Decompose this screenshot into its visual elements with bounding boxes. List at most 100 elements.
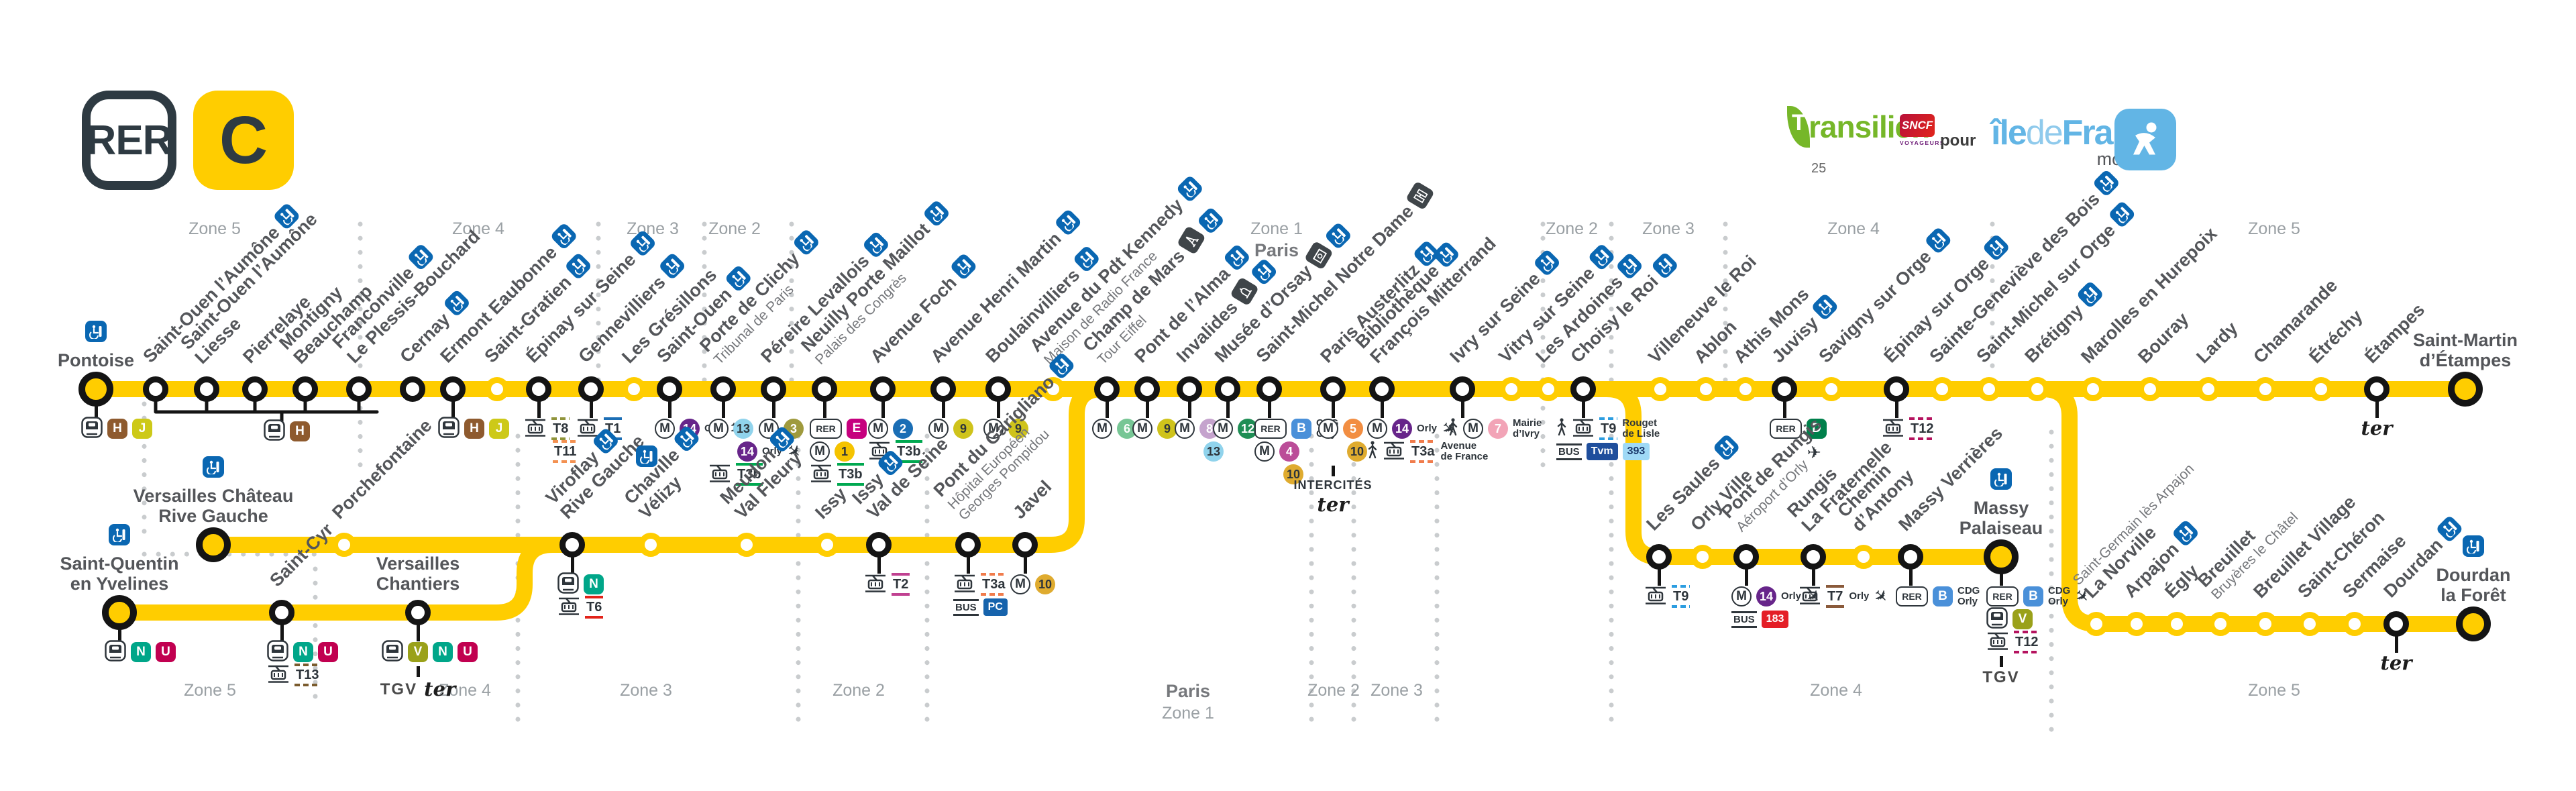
tram-line-T13: T13 bbox=[294, 664, 321, 686]
station-stem bbox=[1811, 567, 1815, 586]
tram-colour-bar bbox=[1672, 605, 1690, 608]
accessibility-icon bbox=[1222, 244, 1251, 272]
zone-label-text: Zone 2 bbox=[1546, 219, 1598, 238]
accessibility-icon bbox=[657, 252, 686, 281]
station-stem bbox=[1187, 399, 1191, 418]
accessibility-icon bbox=[2076, 280, 2104, 309]
zone-label-bottom: Zone 3 bbox=[620, 680, 672, 701]
station-stem bbox=[117, 623, 121, 641]
station-dot bbox=[1450, 376, 1475, 402]
zone-label-bottom: Zone 2 bbox=[833, 680, 885, 701]
train-icon bbox=[267, 639, 288, 665]
rer-icon: RER bbox=[810, 419, 842, 439]
metro-icon: M bbox=[1318, 419, 1338, 439]
accessibility-icon bbox=[1324, 221, 1353, 250]
station-dot bbox=[639, 533, 663, 557]
station-dot bbox=[1177, 376, 1202, 402]
station-dot bbox=[866, 532, 892, 558]
metro-line-14: 14 bbox=[737, 441, 757, 462]
tram-line-T9: T9 bbox=[1672, 585, 1690, 608]
tram-colour-bar bbox=[1909, 417, 1935, 420]
tram-line-T11: T11 bbox=[553, 440, 578, 463]
connection-note: Orly bbox=[1849, 590, 1870, 602]
station-label: Épinay sur Orge bbox=[1880, 233, 2012, 368]
service-row: ter bbox=[2380, 653, 2412, 673]
accessibility-icon bbox=[1532, 248, 1562, 277]
station-dot bbox=[269, 600, 294, 625]
station-dot bbox=[292, 376, 318, 402]
connection-row: T12 bbox=[1882, 417, 1935, 440]
station-dot bbox=[2196, 377, 2220, 401]
metro-icon: M bbox=[810, 441, 830, 462]
tram-colour-bar bbox=[1410, 460, 1436, 463]
tram-colour-bar bbox=[604, 417, 623, 420]
station-name: Saint-Ouen bbox=[653, 264, 755, 368]
station-dot bbox=[1733, 544, 1759, 570]
tram-line-label: T7 bbox=[1827, 589, 1843, 604]
zone-label-bottom: Zone 5 bbox=[2248, 680, 2300, 701]
station-dot bbox=[1369, 376, 1395, 402]
landmark-eiffel-icon bbox=[1176, 225, 1206, 255]
transilien-line-N: N bbox=[131, 642, 151, 662]
station-dot bbox=[761, 376, 786, 402]
ter-logo: ter bbox=[2361, 417, 2393, 439]
accessibility-icon bbox=[767, 425, 797, 454]
station-stem bbox=[941, 399, 945, 418]
zone-label-top: Zone 2 bbox=[1546, 219, 1598, 240]
tram-colour-bar bbox=[981, 593, 1007, 596]
station-stem bbox=[996, 399, 1000, 418]
tram-line-label: T2 bbox=[893, 577, 909, 592]
metro-icon: M bbox=[708, 419, 729, 439]
tram-icon bbox=[708, 463, 731, 486]
station-dot bbox=[1884, 376, 1909, 402]
rer-line-B: B bbox=[2023, 586, 2043, 607]
station-dot bbox=[870, 376, 896, 402]
connection-row: T3b bbox=[810, 463, 867, 486]
transilien-line-U: U bbox=[156, 642, 176, 662]
tram-colour-bar bbox=[736, 463, 763, 466]
line-c-letter: C bbox=[219, 102, 268, 178]
station-name: Épinay sur Orge bbox=[1880, 233, 2012, 368]
station-dot bbox=[1134, 376, 1160, 402]
connection-row: 10 bbox=[1254, 464, 1357, 484]
zone-label-text: Zone 5 bbox=[189, 219, 241, 238]
tram-colour-bar bbox=[585, 596, 604, 598]
station-stem bbox=[1105, 399, 1109, 418]
station-name: Cernay bbox=[396, 288, 473, 368]
transilien-line-J: J bbox=[132, 419, 152, 439]
tram-line-label: T6 bbox=[586, 600, 602, 615]
station-dot bbox=[1320, 376, 1346, 402]
tram-colour-bar bbox=[294, 684, 321, 686]
station-name: Neuilly Porte Maillot bbox=[797, 199, 953, 357]
transilien-line-V: V bbox=[408, 642, 428, 662]
tram-colour-bar bbox=[896, 440, 922, 443]
station-dot bbox=[400, 376, 425, 402]
station-dot bbox=[1977, 377, 2001, 401]
station-name: Pont de l’Alma bbox=[1130, 244, 1253, 368]
metro-line-9: 9 bbox=[1008, 419, 1028, 439]
station-dot bbox=[332, 533, 356, 557]
accessibility-icon bbox=[1712, 433, 1741, 462]
station-dot bbox=[559, 532, 585, 558]
tram-colour-bar bbox=[294, 664, 321, 666]
accessibility-icon bbox=[1249, 258, 1279, 286]
tram-colour-bar bbox=[1599, 437, 1618, 440]
zone-separator-dotted bbox=[142, 401, 318, 700]
station-dot bbox=[346, 376, 372, 402]
station-dot bbox=[1648, 377, 1672, 401]
station-name: Paris Austerlitz bbox=[1316, 240, 1443, 368]
